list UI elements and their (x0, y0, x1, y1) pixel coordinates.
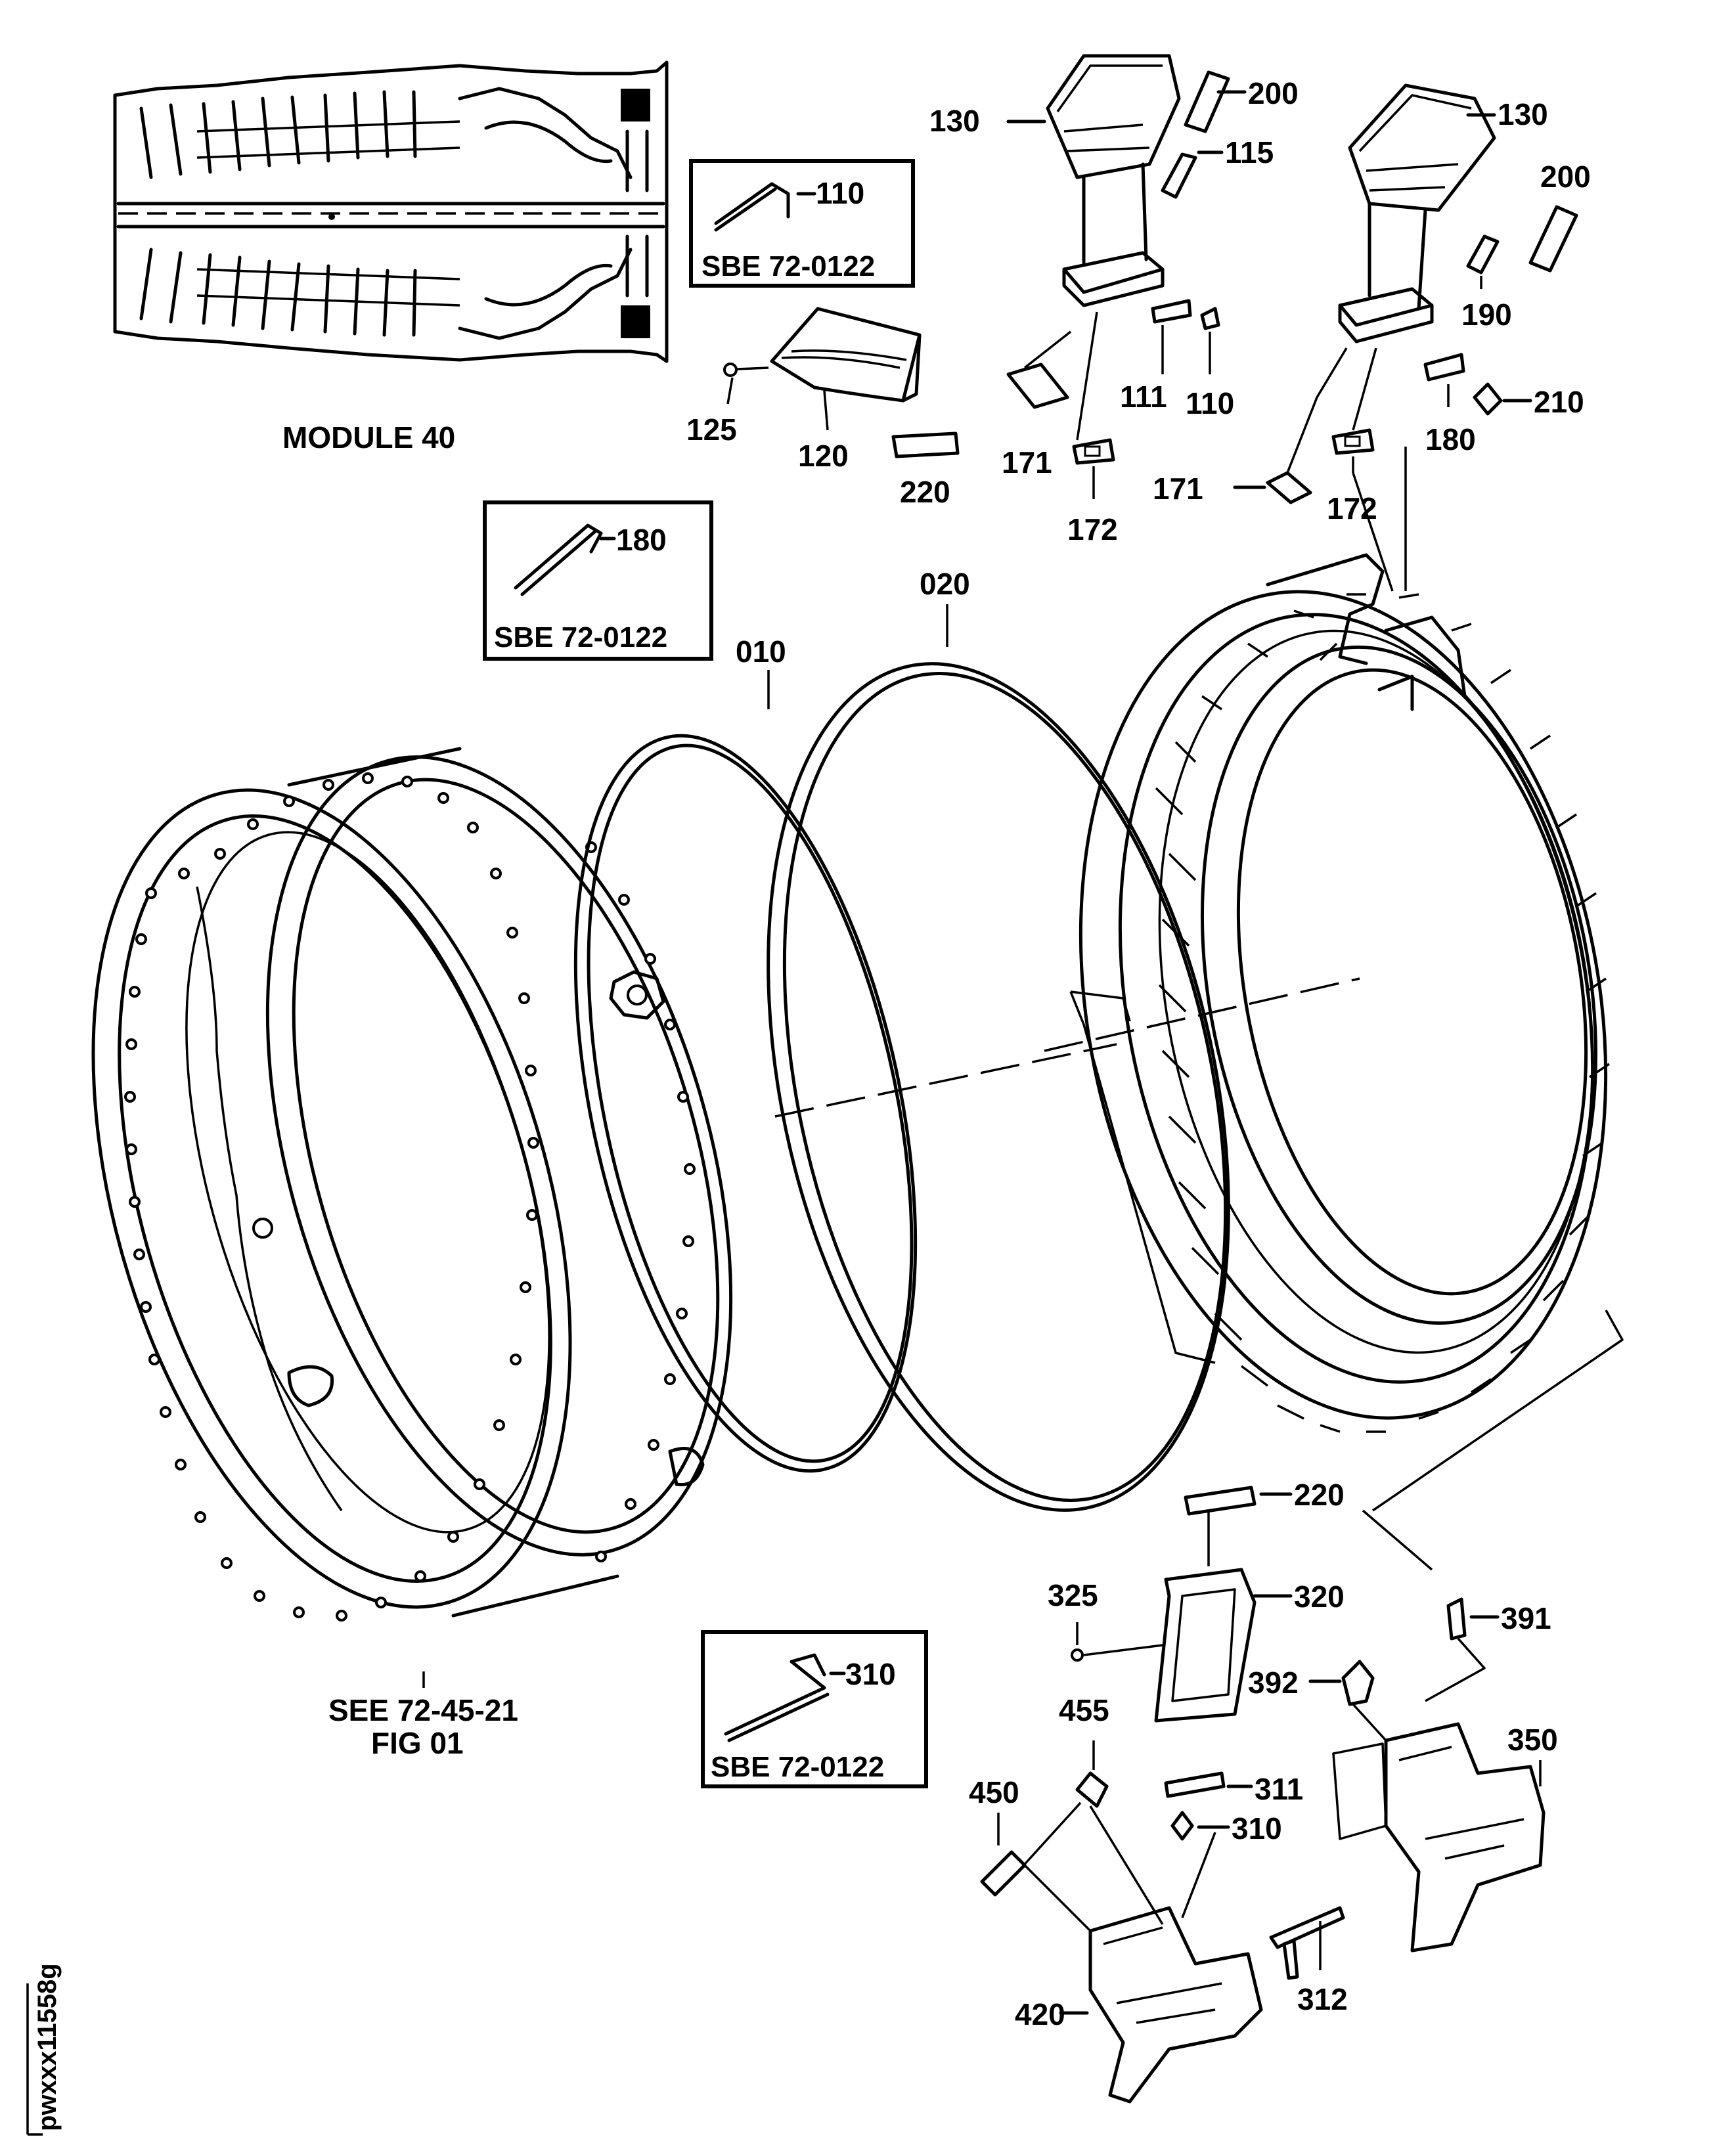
callout-312: 312 (1297, 1982, 1348, 2016)
callout-190: 190 (1461, 298, 1512, 332)
callout-350: 350 (1507, 1723, 1558, 1757)
callout-391: 391 (1501, 1601, 1551, 1635)
callout-450: 450 (969, 1775, 1019, 1809)
callout-310: 310 (1232, 1811, 1282, 1845)
callout-180: 180 (1425, 422, 1476, 456)
callout-392: 392 (1248, 1666, 1299, 1700)
callout-455: 455 (1059, 1693, 1109, 1727)
seal-ring-010 (573, 734, 918, 1473)
callout-172-left: 172 (1067, 512, 1118, 546)
sbe-ref-110: SBE 72-0122 (701, 250, 875, 282)
module-40-cross-section (112, 59, 670, 368)
callout-130-right: 130 (1498, 97, 1548, 131)
callout-310-sbe: 310 (845, 1657, 896, 1691)
callout-200-left: 200 (1248, 76, 1299, 110)
lower-parts-group (980, 1486, 1546, 2104)
sbe-box-310: 310 SBE 72-0122 (701, 1630, 928, 1788)
sbe-box-110: 110 SBE 72-0122 (689, 159, 915, 288)
callout-115: 115 (1225, 135, 1274, 169)
callout-325: 325 (1048, 1578, 1098, 1612)
callout-200-right: 200 (1540, 160, 1591, 194)
sbe-ref-180: SBE 72-0122 (494, 621, 667, 653)
callout-220-bottom: 220 (1294, 1478, 1345, 1512)
vane-ring-assembly (1079, 553, 1610, 1433)
sbe-ref-310: SBE 72-0122 (711, 1751, 884, 1783)
callout-130-left: 130 (929, 104, 980, 138)
sbe-box-180: 180 SBE 72-0122 (483, 500, 713, 661)
callout-125: 125 (686, 412, 737, 447)
callout-311: 311 (1255, 1772, 1303, 1806)
callout-010: 010 (736, 634, 786, 669)
module-40-label: MODULE 40 (282, 420, 455, 454)
callout-171-left: 171 (1002, 445, 1052, 479)
callout-320: 320 (1294, 1580, 1345, 1614)
compressor-blades-lower (139, 248, 460, 337)
compressor-blades-upper (139, 90, 460, 179)
callout-171-right: 171 (1153, 472, 1203, 506)
seal-ring-020 (767, 662, 1230, 1512)
callout-020: 020 (920, 567, 970, 601)
outer-case-ring (91, 747, 733, 1622)
see-ref-line2: FIG 01 (371, 1726, 464, 1760)
part-120-segment (723, 307, 960, 458)
figure-id-text: pwxxx11558g (33, 1963, 62, 2131)
vane-assembly-left (1006, 54, 1230, 465)
callout-111: 111 (1120, 380, 1167, 414)
vane-assembly-right (1266, 83, 1578, 504)
flange-bolt-holes (124, 772, 696, 1622)
figure-id: pwxxx11558g (26, 1963, 62, 2136)
callout-110-sbe: 110 (816, 176, 864, 210)
callout-210: 210 (1534, 385, 1584, 419)
vane-hatching (1155, 593, 1610, 1433)
callout-220-top: 220 (900, 475, 950, 509)
see-ref-line1: SEE 72-45-21 (328, 1693, 518, 1727)
callout-110: 110 (1186, 386, 1234, 420)
callout-180-sbe: 180 (616, 523, 667, 557)
callout-120: 120 (798, 439, 849, 473)
callout-420: 420 (1015, 1997, 1065, 2031)
